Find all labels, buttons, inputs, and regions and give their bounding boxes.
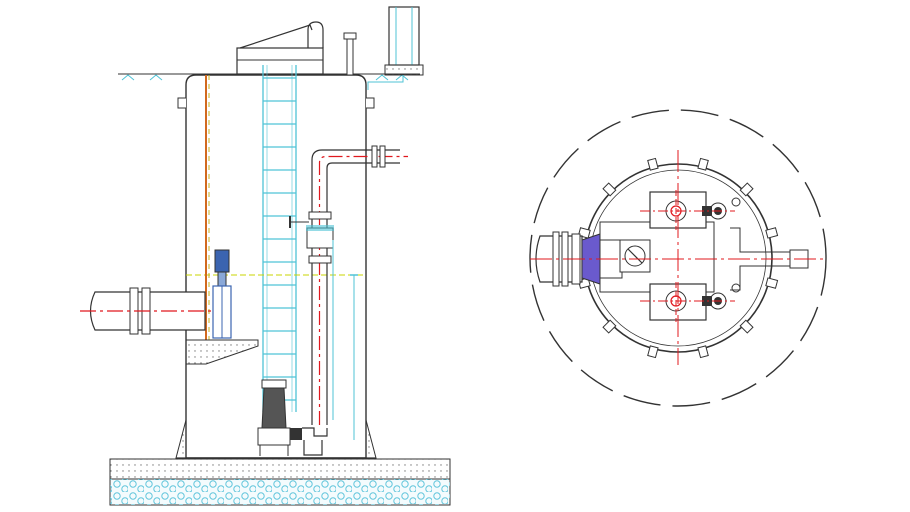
guide-rail	[205, 75, 210, 340]
shell-bolt	[697, 345, 709, 359]
inlet-pipe	[80, 287, 230, 335]
excavation-outline	[529, 109, 827, 407]
valve-box-plan	[619, 239, 651, 273]
control-cabinet	[367, 6, 424, 90]
inlet-platform	[185, 339, 259, 365]
plan-centerlines	[530, 150, 825, 365]
shell-bolts	[577, 157, 779, 359]
shell-bolt	[647, 345, 659, 359]
riser-valves	[289, 211, 334, 264]
shell-bolt	[602, 182, 617, 197]
float-switch-cable	[332, 240, 358, 440]
plan-view	[529, 109, 827, 407]
shell-bolt	[647, 157, 659, 171]
shell-bolt	[602, 319, 617, 334]
foundation-slab	[109, 458, 451, 506]
submersible-pump	[257, 379, 328, 456]
shell-bolt	[765, 227, 779, 239]
shell-bolt	[739, 182, 754, 197]
shell-bolt	[765, 277, 779, 289]
side-section-view	[80, 6, 451, 506]
vent-pipe	[343, 32, 357, 76]
access-cover	[236, 21, 324, 75]
pressure-riser	[311, 145, 408, 425]
inlet-valve	[212, 249, 232, 339]
tank-body	[175, 74, 377, 459]
shell-bolt	[697, 157, 709, 171]
access-ladder	[262, 65, 297, 412]
shell-bolt	[739, 319, 754, 334]
